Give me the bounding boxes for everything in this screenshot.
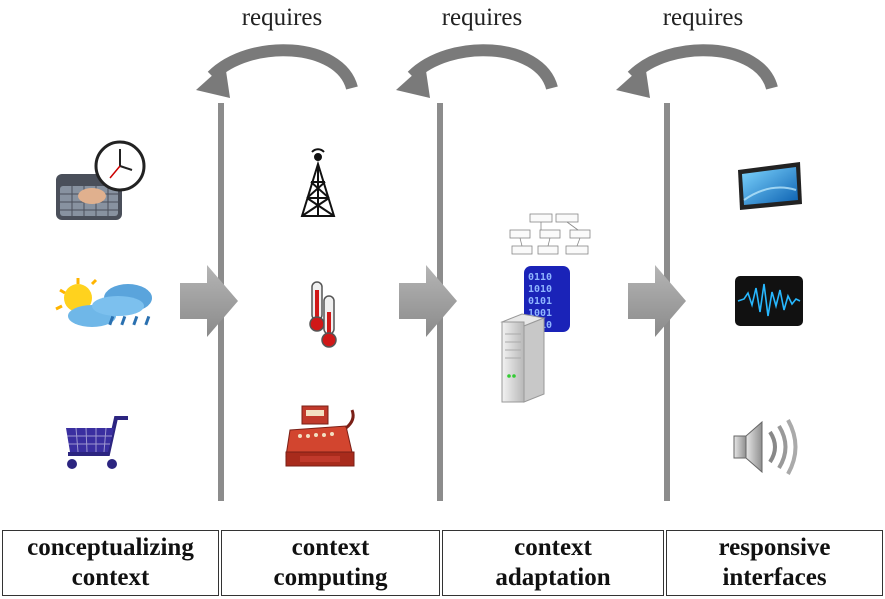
- curved-arrow-icon: [396, 44, 558, 98]
- flow-arrow-icon: [180, 265, 238, 337]
- stage-label-line: computing: [273, 564, 388, 591]
- stage-label-line: context: [291, 534, 370, 561]
- cash-register-icon: [285, 405, 355, 467]
- speaker-icon: [733, 419, 798, 475]
- flowchart-icon: [509, 213, 591, 255]
- stage-label-line: conceptualizing: [27, 534, 194, 561]
- radio-tower-icon: [300, 148, 336, 217]
- svg-text:0101: 0101: [528, 296, 552, 307]
- waveform-display-icon: [735, 276, 803, 326]
- stage-label-line: responsive: [718, 534, 831, 561]
- stage-label-context-computing: context computing: [221, 530, 440, 596]
- svg-text:1010: 1010: [528, 284, 552, 295]
- svg-text:1001: 1001: [528, 308, 552, 319]
- curved-arrow-icon: [616, 44, 778, 98]
- clock-keyboard-icon: [56, 140, 146, 220]
- requires-label: requires: [441, 4, 523, 31]
- flow-arrow-icon: [628, 265, 686, 337]
- stage-label-line: adaptation: [495, 564, 611, 591]
- flow-arrow-icon: [399, 265, 457, 337]
- requires-label: requires: [662, 4, 744, 31]
- stage-label-line: context: [514, 534, 592, 561]
- weather-icon: [55, 278, 152, 327]
- stage-label-conceptualizing-context: conceptualizing context: [2, 530, 219, 596]
- tablet-display-icon: [738, 162, 802, 210]
- stage-label-responsive-interfaces: responsive interfaces: [666, 530, 883, 596]
- thermometer-icon: [309, 281, 337, 348]
- svg-text:0110: 0110: [528, 272, 552, 283]
- curved-arrow-icon: [196, 44, 358, 98]
- requires-label: requires: [241, 4, 323, 31]
- shopping-cart-icon: [66, 416, 128, 469]
- stage-label-context-adaptation: context adaptation: [442, 530, 664, 596]
- stage-label-line: interfaces: [722, 564, 827, 591]
- server-icon: [500, 313, 546, 403]
- stage-label-line: context: [71, 564, 150, 591]
